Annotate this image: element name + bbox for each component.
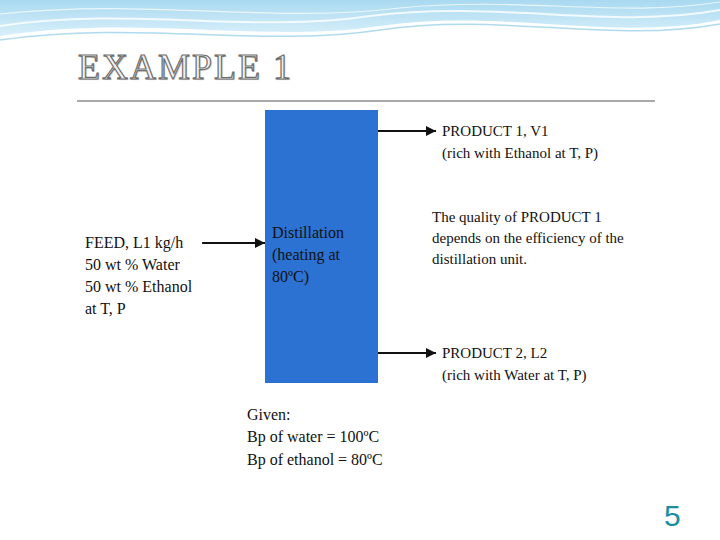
product-stream: PRODUCT 2, L2(rich with Water at T, P) [436,342,587,386]
node-text: FEED, L1 kg/h [85,232,192,254]
header-wave-line [0,10,720,26]
node-text: Distillation (heating at 80ºC) [272,222,368,288]
node-text: PRODUCT 2, L2 [442,342,587,364]
node-text: at T, P [85,298,192,320]
node-text: PRODUCT 1, V1 [442,120,598,142]
stream-arrow [378,130,436,132]
stream-arrow [378,352,436,354]
node-text: (rich with Ethanol at T, P) [442,142,598,164]
feed-stream: FEED, L1 kg/h50 wt % Water50 wt % Ethano… [85,232,202,320]
slide-title: EXAMPLE 1 [78,46,293,88]
given-value: Bp of water = 100ºC [247,426,379,448]
product-stream: PRODUCT 1, V1(rich with Ethanol at T, P) [436,120,598,164]
node-text: 50 wt % Water [85,254,192,276]
node-text: (rich with Water at T, P) [442,364,587,386]
page-number: 5 [664,498,681,534]
given-value: Bp of ethanol = 80ºC [247,449,383,471]
header-wave-line [0,24,720,40]
node-text: 50 wt % Ethanol [85,276,192,298]
note-text: The quality of PRODUCT 1 depends on the … [432,207,628,270]
given-heading: Given: [247,404,291,426]
header-wave-line [0,2,720,14]
distillation-column: Distillation (heating at 80ºC) [265,110,378,383]
title-rule [77,101,655,102]
stream-arrow [202,242,265,244]
